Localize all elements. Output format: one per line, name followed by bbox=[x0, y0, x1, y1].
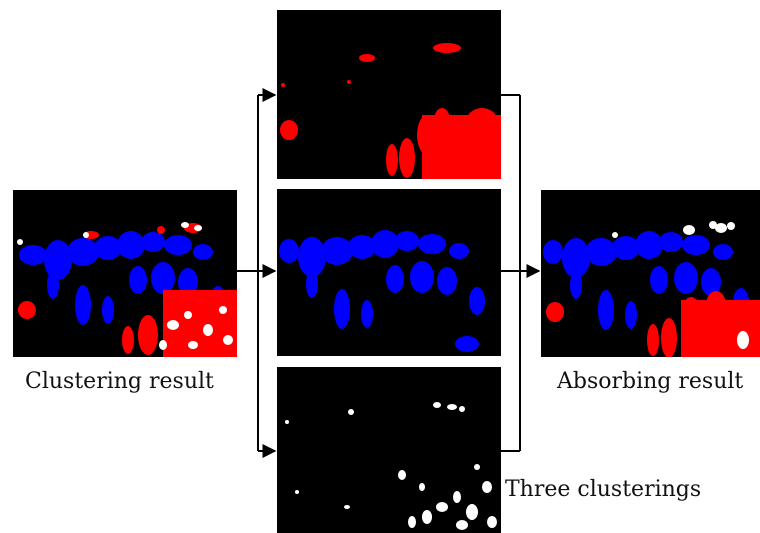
clustering-result-label: Clustering result bbox=[25, 369, 214, 394]
white-cluster-image bbox=[277, 367, 501, 533]
clustering-result-image bbox=[13, 190, 237, 357]
three-clusterings-label: Three clusterings bbox=[505, 477, 702, 502]
absorbing-result-image bbox=[541, 190, 760, 357]
absorbing-result-label: Absorbing result bbox=[557, 369, 744, 394]
red-cluster-image bbox=[277, 10, 501, 179]
blue-cluster-image bbox=[277, 189, 501, 356]
